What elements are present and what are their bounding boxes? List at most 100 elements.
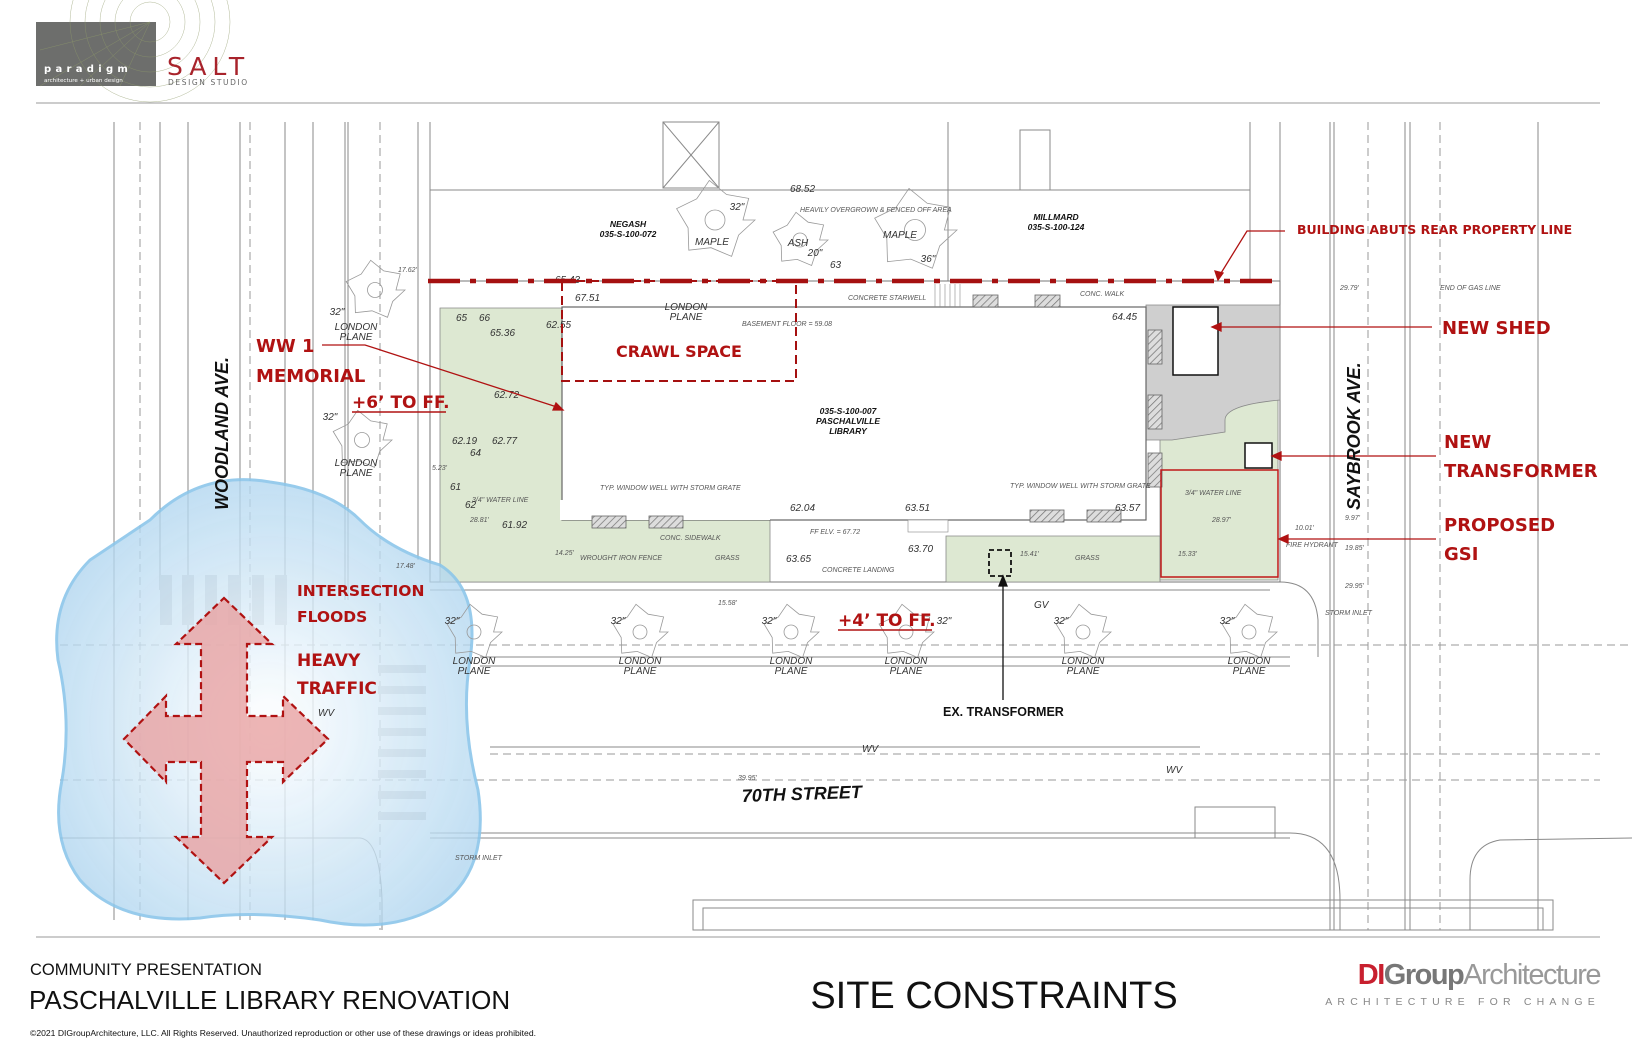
tree-label: ASH [787, 238, 809, 249]
footer-subtitle: COMMUNITY PRESENTATION [30, 961, 262, 979]
note-window-well-2: TYP. WINDOW WELL WITH STORM GRATE [1010, 483, 1151, 490]
elevation-label: 62.04 [790, 503, 815, 514]
label-crawl-space: CRAWL SPACE [616, 342, 742, 361]
label-west-ff: +6’ TO FF. [352, 393, 450, 413]
label-rear-property-line: BUILDING ABUTS REAR PROPERTY LINE [1297, 222, 1572, 237]
tree-label: PLANE [458, 666, 491, 677]
note-starwell: CONCRETE STARWELL [848, 295, 926, 302]
note-grass-2: GRASS [1075, 555, 1100, 562]
tree-canopy [1055, 603, 1113, 659]
tree-canopy [676, 179, 757, 257]
tree-size: 32" [762, 616, 777, 627]
tree-size: 32" [323, 412, 338, 423]
tree-label: LONDON [453, 656, 497, 667]
tree-label: LONDON [335, 458, 379, 469]
tree-canopy [332, 409, 394, 468]
plan-notes: NEGASH 035-S-100-072 MILLMARD 035-S-100-… [318, 184, 1501, 862]
tree-size: 32" [330, 307, 345, 318]
tree-label: LONDON [665, 302, 709, 313]
valve-label: WV [862, 744, 879, 755]
title-block: COMMUNITY PRESENTATION PASCHALVILLE LIBR… [29, 959, 1602, 1038]
annotations: BUILDING ABUTS REAR PROPERTY LINE NEW SH… [256, 222, 1598, 719]
proposed-gsi-area [1160, 469, 1279, 578]
tree-label: LONDON [1228, 656, 1272, 667]
tree-label: PLANE [775, 666, 808, 677]
elevation-label: 62 [465, 500, 477, 511]
dimension-label: 10.01' [1295, 525, 1315, 532]
label-proposed-gsi-2: GSI [1444, 544, 1478, 565]
label-heavy-traffic-2: TRAFFIC [297, 679, 377, 699]
flood-zone [55, 478, 482, 927]
elevation-label: 66 [479, 313, 491, 324]
dimension-label: 15.33' [1178, 551, 1198, 558]
trees: LONDONPLANE32"LONDONPLANE32"LONDONPLANE3… [323, 179, 1279, 677]
tree-size: 32" [937, 616, 952, 627]
elevation-label: 64 [470, 448, 482, 459]
elevation-label: 62.72 [494, 390, 519, 401]
note-storm-inlet: STORM INLET [1325, 610, 1373, 617]
tree-size: 20" [807, 248, 823, 259]
elevation-label: 63.57 [1115, 503, 1140, 514]
elevation-label: 64.45 [1112, 312, 1137, 323]
elevation-label: 61.92 [502, 520, 527, 531]
note-grass: GRASS [715, 555, 740, 562]
valve-label-2: WV [1166, 765, 1183, 776]
note-storm-inlet-2: STORM INLET [455, 855, 503, 862]
label-proposed-gsi: PROPOSED [1444, 515, 1555, 536]
note-fire-hydrant: FIRE HYDRANT [1286, 542, 1338, 549]
paradigm-wordmark: paradigm [44, 64, 132, 75]
elevation-label: 67.51 [575, 293, 600, 304]
label-ex-transformer: EX. TRANSFORMER [943, 705, 1064, 719]
window-wells [591, 294, 1163, 529]
library-site [429, 280, 1281, 583]
copyright-notice: ©2021 DIGroupArchitecture, LLC. All Righ… [30, 1028, 536, 1038]
digroup-tagline: ARCHITECTURE FOR CHANGE [1325, 996, 1600, 1008]
elevation-label: 62.55 [546, 320, 571, 331]
note-basement-floor: BASEMENT FLOOR = 59.08 [742, 321, 832, 328]
tree-label: LONDON [770, 656, 814, 667]
building-footprint [561, 306, 1147, 521]
dimension-label: 29.95' [1344, 583, 1365, 590]
label-ww1-memorial-2: MEMORIAL [256, 366, 365, 387]
tree-label: PLANE [1067, 666, 1100, 677]
street-woodland-ave: WOODLAND AVE. [212, 357, 232, 510]
paradigm-logo: paradigm architecture + urban design [36, 0, 231, 103]
label-new-shed: NEW SHED [1442, 318, 1551, 339]
traffic-arrows [122, 596, 330, 885]
label-ww1-memorial: WW 1 [256, 336, 315, 357]
elevation-label: 63.51 [905, 503, 930, 514]
digroup-wordmark: DIGroupArchitecture [1358, 959, 1601, 991]
dimension-label: 29.79' [1339, 285, 1360, 292]
tree-canopy [446, 603, 504, 659]
tree-canopy [763, 603, 821, 659]
parcel-negash-name: NEGASH [610, 219, 647, 229]
note-overgrown: HEAVILY OVERGROWN & FENCED OFF AREA [800, 207, 952, 214]
parcel-millmard-id: 035-S-100-124 [1028, 222, 1085, 232]
project-title: PASCHALVILLE LIBRARY RENOVATION [29, 985, 510, 1015]
valve-label-3: WV [318, 708, 335, 719]
new-shed-footprint [1172, 306, 1219, 376]
street-saybrook-ave: SAYBROOK AVE. [1344, 362, 1364, 510]
gas-valve-label: GV [1034, 600, 1050, 611]
dimension-label: 17.62' [398, 267, 418, 274]
parcel-millmard-name: MILLMARD [1033, 212, 1078, 222]
note-ff-elevation: FF ELV. = 67.72 [810, 529, 860, 536]
tree-label: MAPLE [883, 230, 917, 241]
label-south-ff: +4’ TO FF. [838, 611, 936, 631]
tree-canopy [1221, 603, 1279, 659]
dimension-label: 15.58' [718, 600, 738, 607]
salt-tagline: DESIGN STUDIO [168, 78, 249, 87]
tree-label: PLANE [670, 312, 703, 323]
tree-size: 32" [1054, 616, 1069, 627]
paradigm-tagline: architecture + urban design [44, 78, 123, 84]
tree-label: PLANE [340, 332, 373, 343]
note-water-line-2: 3/4" WATER LINE [472, 497, 529, 504]
label-heavy-traffic: HEAVY [297, 651, 361, 671]
elevation-label: 63 [830, 260, 842, 271]
parcel-negash-id: 035-S-100-072 [600, 229, 657, 239]
elevation-label: 65 [456, 313, 468, 324]
note-landing: CONCRETE LANDING [822, 567, 895, 574]
tree-label: PLANE [340, 468, 373, 479]
dimension-label: 15.41' [1020, 551, 1040, 558]
crawl-space-outline [561, 280, 797, 382]
